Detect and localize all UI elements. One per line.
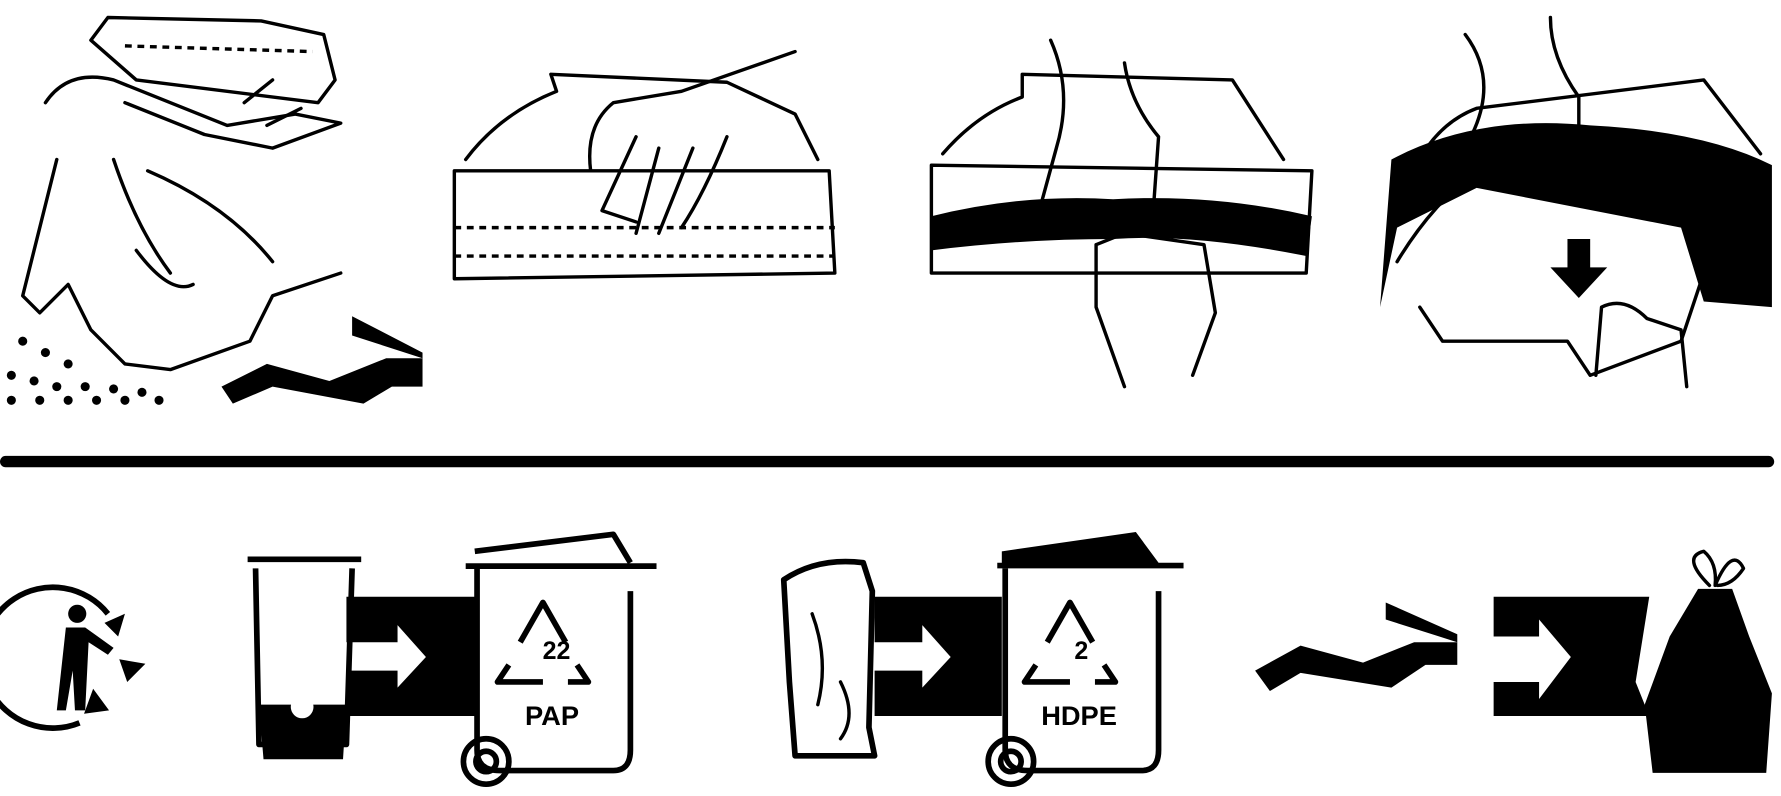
spilled-contents-icon [6, 336, 164, 405]
paper-material: PAP [525, 700, 579, 731]
arrow-down-icon [1550, 238, 1608, 299]
section-divider [0, 455, 1775, 468]
plastic-code: 2 [1074, 637, 1088, 665]
arrow-right-icon [1493, 596, 1650, 717]
arrow-right-icon [874, 596, 1002, 717]
hand-icon [1255, 602, 1458, 692]
hand-pointing-icon [221, 316, 423, 404]
triman-logo-icon [0, 584, 146, 731]
step-separate-inner-liner [1380, 15, 1772, 389]
step-empty-contents [6, 15, 423, 405]
plastic-material: HDPE [1041, 700, 1117, 731]
step-pull-apart-layers [929, 38, 1314, 389]
plastic-sorting-group: 2 HDPE [780, 532, 1184, 788]
paper-code: 22 [543, 637, 571, 665]
step-tear-along-dotted-line [452, 49, 837, 281]
general-waste-group [1255, 549, 1772, 773]
arrow-right-icon [346, 596, 475, 717]
paper-sorting-group: 22 PAP [247, 531, 657, 788]
trash-bag-icon [1644, 588, 1772, 773]
